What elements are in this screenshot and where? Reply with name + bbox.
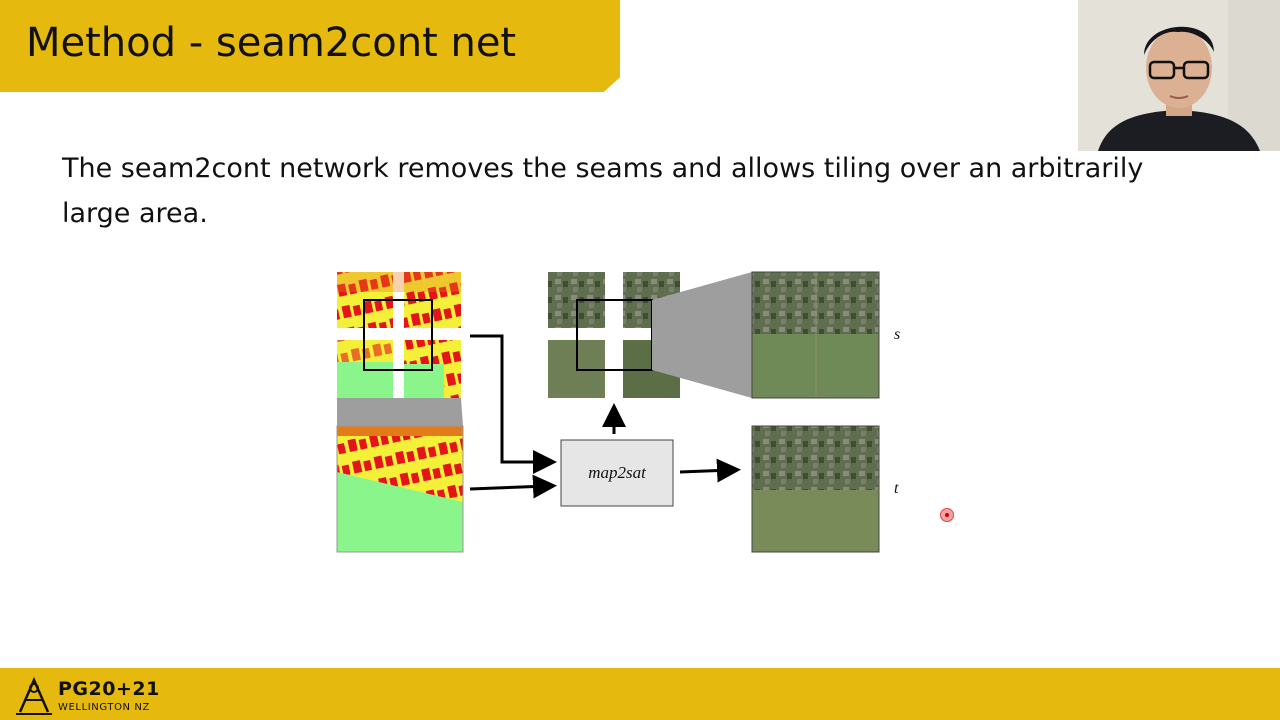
- label-t: t: [894, 480, 899, 497]
- title-bar: Method - seam2cont net: [0, 0, 620, 92]
- arrow-map-full-to-map2sat: [469, 474, 557, 499]
- presenter-webcam: [1078, 0, 1280, 151]
- footer-bar: PG20+21 WELLINGTON NZ: [0, 668, 1280, 720]
- footer-conference-name: PG20+21: [58, 678, 160, 700]
- presenter-video-image: [1078, 0, 1280, 151]
- map-tile-grid: [337, 272, 461, 398]
- slide-body-text: The seam2cont network removes the seams …: [62, 153, 1144, 229]
- pg-logo-icon: [16, 676, 52, 715]
- slide-title: Method - seam2cont net: [26, 20, 517, 66]
- map2sat-label: map2sat: [588, 463, 646, 482]
- map2sat-box: [560, 439, 674, 507]
- aerial-output-s: [751, 271, 880, 399]
- arrow-map-grid-to-map2sat: [470, 334, 557, 474]
- aerial-output-t: [751, 425, 880, 553]
- projection-shade-aerial: [652, 272, 752, 398]
- label-s: s: [894, 326, 901, 343]
- footer-location: WELLINGTON NZ: [58, 702, 150, 713]
- projection-shade-map: [337, 398, 463, 426]
- arrow-map2sat-to-t: [679, 458, 741, 483]
- laser-pointer-icon: [940, 508, 954, 522]
- diagram-graphic: [336, 271, 880, 553]
- map-full-tile: [336, 425, 464, 553]
- seam2cont-diagram: map2sat s t: [330, 262, 950, 562]
